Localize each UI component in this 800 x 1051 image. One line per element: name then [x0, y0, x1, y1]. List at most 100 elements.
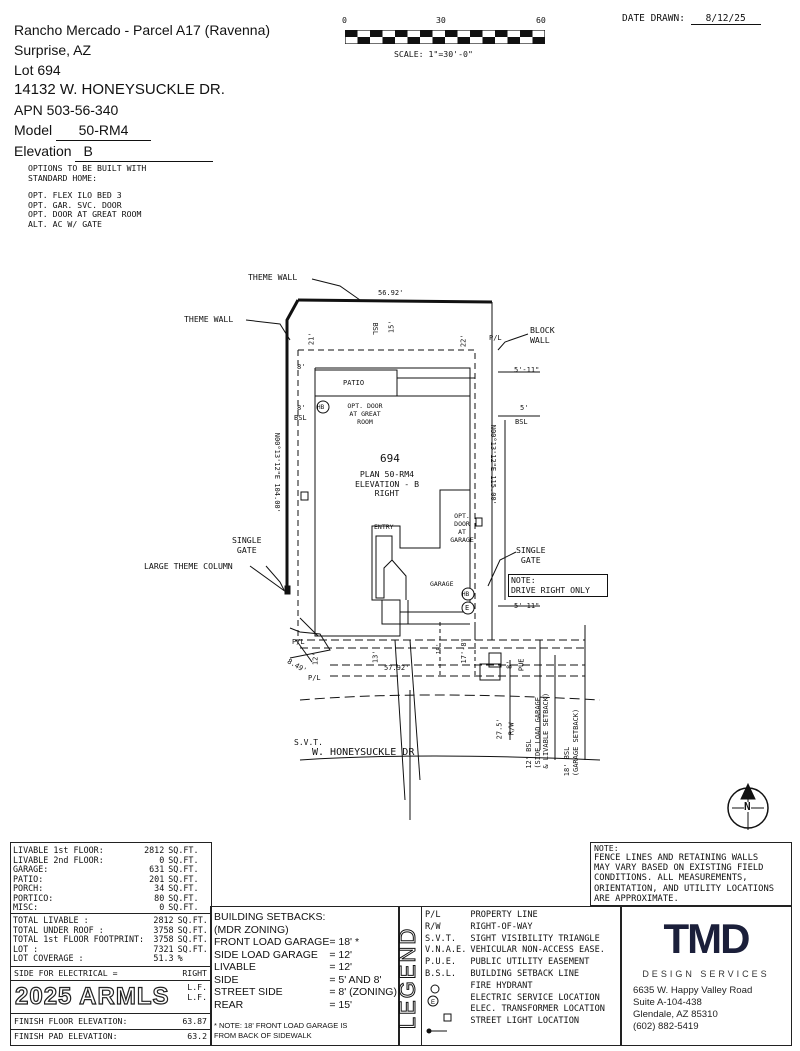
- area-label: LIVABLE 2nd FLOOR:: [13, 854, 104, 865]
- lot-number: Lot 694: [14, 62, 61, 78]
- note-line: ORIENTATION, AND UTILITY LOCATIONS: [594, 883, 775, 894]
- label-line: (GARAGE SETBACK): [571, 708, 580, 777]
- area-label: LOT COVERAGE :: [13, 953, 84, 963]
- legend-row: S.V.T. SIGHT VISIBILITY TRIANGLE: [423, 934, 607, 946]
- city: Surprise, AZ: [14, 42, 92, 58]
- dim-15: 15': [387, 320, 396, 334]
- area-label: PORTICO:: [13, 892, 54, 903]
- theme-wall-left-label: THEME WALL: [184, 314, 234, 324]
- company-logo: TMD: [663, 915, 751, 962]
- date-drawn: DATE DRAWN: 8/12/25: [622, 14, 761, 25]
- note-box: NOTE: FENCE LINES AND RETAINING WALLS MA…: [590, 842, 792, 906]
- legend-abbr: [423, 1016, 468, 1028]
- site-plan: [245, 278, 769, 830]
- garage-label: GARAGE: [430, 580, 454, 588]
- note-line: OPT. DOOR: [347, 402, 383, 410]
- community-name: Rancho Mercado - Parcel A17 (Ravenna): [14, 22, 271, 38]
- area-label: LIVABLE 1st FLOOR:: [13, 845, 104, 855]
- area-value: 0: [159, 902, 165, 912]
- setback-line: [297, 349, 476, 640]
- dim-5-11-a: 5'-11": [514, 366, 540, 374]
- area-unit: SQ.FT.: [168, 864, 199, 874]
- house-outline: [314, 367, 471, 637]
- rw-label: R/W: [507, 722, 516, 736]
- dim-18: 18': [435, 643, 443, 655]
- note-line: ROOM: [357, 418, 373, 426]
- dim-bottom: 57.92': [384, 664, 410, 672]
- area-unit: SQ.FT.: [177, 915, 208, 925]
- note-line: GARAGE: [450, 536, 474, 544]
- pl-top-right: P/L: [489, 334, 502, 342]
- label-line: (SIDE LOAD GARAGE: [533, 697, 542, 769]
- area-value: 3758: [153, 934, 174, 944]
- area-label: TOTAL LIVABLE :: [13, 915, 89, 925]
- legend-desc: SIGHT VISIBILITY TRIANGLE: [470, 933, 600, 944]
- legend-symbols: E: [426, 984, 452, 1034]
- finish-floor-value: 63.87: [182, 1016, 207, 1026]
- bsl-top: BSL: [371, 322, 380, 336]
- area-value: 80: [154, 892, 165, 903]
- area-unit: SQ.FT.: [168, 902, 199, 912]
- legend-row: ELECTRIC SERVICE LOCATION: [423, 993, 607, 1005]
- label-line: GATE: [236, 544, 257, 555]
- date-value: 8/12/25: [690, 14, 761, 25]
- bsl-right: BSL: [515, 418, 528, 426]
- orientation-label: RIGHT: [374, 488, 400, 499]
- setback-label: SIDE LOAD GARAGE: [214, 948, 318, 961]
- area-unit: SQ.FT.: [168, 873, 199, 884]
- setbacks-zoning: (MDR ZONING): [214, 923, 289, 936]
- bearing-left: N00°13'12"E 104.00': [272, 432, 281, 513]
- note-line: ARE APPROXIMATE.: [594, 893, 679, 904]
- dim-27-5: 27.5': [495, 718, 504, 740]
- note-line: CONDITIONS. ALL MEASUREMENTS,: [594, 873, 748, 884]
- option-item: OPT. GAR. SVC. DOOR: [28, 199, 122, 210]
- finish-pad-row: FINISH PAD ELEVATION: 63.2: [14, 1031, 207, 1042]
- label-line: DRIVE RIGHT ONLY: [511, 584, 590, 595]
- area-label: PORCH:: [13, 883, 44, 893]
- plan-name: PLAN 50-RM4 ELEVATION - B RIGHT: [342, 469, 432, 499]
- phone-number: (602) 882-5419: [633, 1021, 699, 1032]
- area-value: 51.3: [153, 953, 174, 963]
- street-curb: [299, 694, 601, 701]
- finish-floor-row: FINISH FLOOR ELEVATION: 63.87: [14, 1016, 207, 1027]
- lot-label: 694: [380, 452, 400, 465]
- area-value: 2812: [153, 915, 174, 925]
- lf-label-2: L.F.: [187, 992, 207, 1002]
- dim-22: 22': [459, 334, 468, 348]
- scale-tick-30: 30: [436, 15, 446, 25]
- dim-21: 21': [307, 332, 316, 346]
- setback-value: = 15': [329, 998, 353, 1011]
- legend-abbr: S.V.T.: [425, 933, 457, 944]
- area-unit: SQ.FT.: [168, 883, 199, 893]
- scale-tick-60: 60: [536, 15, 546, 25]
- left-theme-wall: [285, 299, 300, 592]
- note-text: FENCE LINES AND RETAINING WALLS MAY VARY…: [594, 853, 774, 904]
- model-label: Model: [14, 122, 53, 138]
- side-load-setback: 12' BSL (SIDE LOAD GARAGE & LIVABLE SETB…: [525, 693, 551, 769]
- street-name: W. HONEYSUCKLE DR: [312, 747, 415, 758]
- option-item: ALT. AC W/ GATE: [28, 218, 102, 229]
- street-address: 14132 W. HONEYSUCKLE DR.: [14, 81, 225, 98]
- elevation-value: B: [75, 141, 214, 162]
- note-line: DOOR: [454, 520, 470, 528]
- model-line: Model 50-RM4: [14, 120, 334, 141]
- dim-5: 5': [520, 404, 529, 412]
- label-line: & LIVABLE SETBACK): [542, 692, 551, 769]
- north-label: N: [744, 800, 751, 813]
- area-label: MISC:: [13, 902, 39, 912]
- electrical-row: SIDE FOR ELECTRICAL = RIGHT: [14, 968, 207, 979]
- table-row: LIVABLE= 12': [214, 961, 397, 974]
- model-value: 50-RM4: [56, 120, 152, 141]
- drive-note: NOTE: DRIVE RIGHT ONLY: [508, 574, 608, 598]
- legend-abbr: P/L: [425, 910, 441, 920]
- area-value: 0: [159, 854, 165, 865]
- table-row: SIDE LOAD GARAGE= 12': [214, 949, 397, 962]
- dim-8-b: 8': [297, 404, 306, 412]
- elevation-line-label: ELEVATION - B: [354, 478, 420, 489]
- area-value: 2812: [144, 845, 165, 855]
- area-label: TOTAL 1st FLOOR FOOTPRINT:: [13, 934, 145, 944]
